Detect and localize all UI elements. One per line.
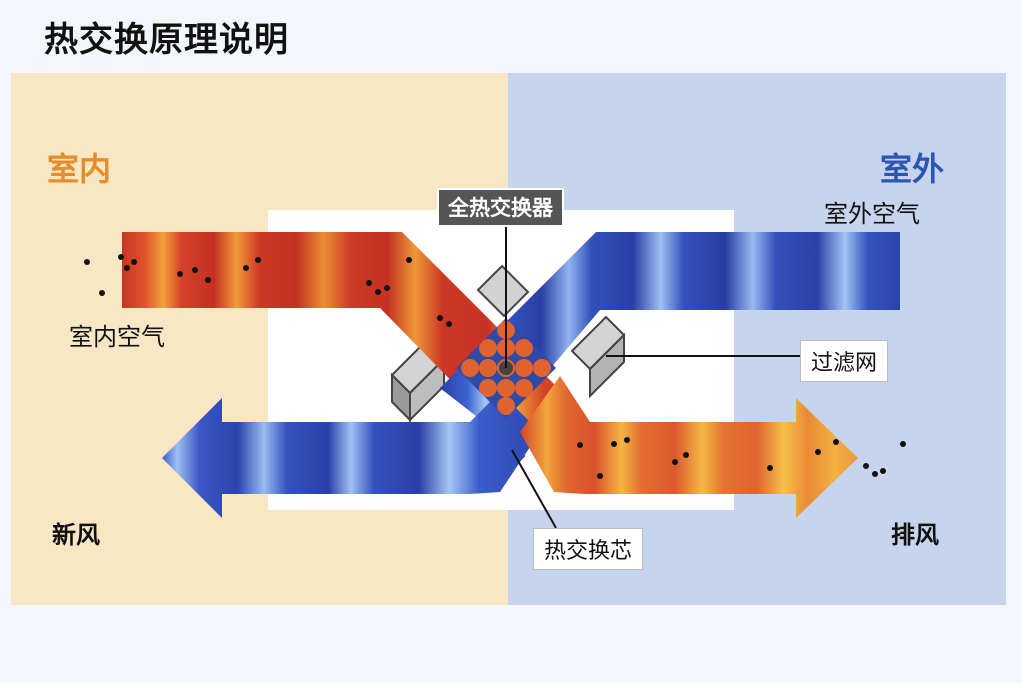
outdoor-air-stream [440,232,900,430]
indoor-air-stream [122,232,580,450]
outdoor-air-label: 室外空气 [824,200,920,228]
fresh-air-label: 新风 [52,521,100,549]
filter-box-right [570,315,626,399]
outdoor-zone-label: 室外 [880,150,945,188]
filter-label: 过滤网 [800,340,889,382]
filter-box-upper [476,264,530,318]
fresh-air-arrow [162,392,540,518]
exhaust-air-arrow [520,376,858,518]
exhaust-air-label: 排风 [891,521,939,549]
particles-indoor [84,254,452,327]
particles-exhaust [577,437,906,479]
indoor-air-label: 室内空气 [69,323,165,351]
core-label: 热交换芯 [533,528,644,570]
indoor-zone-label: 室内 [47,150,112,188]
exchanger-label: 全热交换器 [437,188,564,227]
core-leader-line [511,449,557,529]
page-title: 热交换原理说明 [44,20,289,60]
